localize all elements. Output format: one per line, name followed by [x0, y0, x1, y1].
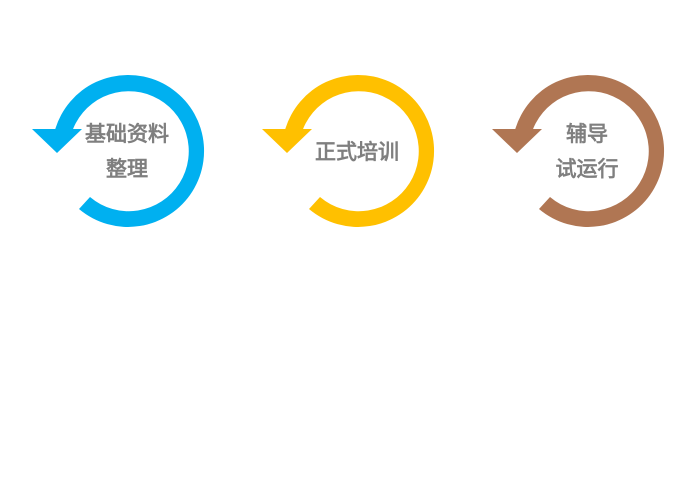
- arrow-head: [492, 129, 542, 153]
- step-2-cycle: 正式培训: [262, 66, 442, 238]
- arrow-head: [32, 129, 82, 153]
- cycle-arrow-icon: [492, 74, 665, 227]
- cycle-arrow-icon: [32, 74, 205, 227]
- step-1-cycle: 基础资料 整理: [32, 66, 212, 238]
- step-3-line-1: 辅导: [566, 122, 608, 146]
- step-3-label: 辅导 试运行: [522, 112, 652, 192]
- cycle-arrow-icon: [262, 74, 435, 227]
- step-3-cycle: 辅导 试运行: [492, 66, 672, 238]
- step-3-line-2: 试运行: [555, 157, 619, 181]
- step-2-line-1: 正式培训: [315, 139, 399, 164]
- step-1-line-1: 基础资料: [85, 122, 169, 146]
- arrow-head: [262, 129, 312, 153]
- step-1-line-2: 整理: [106, 157, 148, 181]
- step-2-label: 正式培训: [292, 112, 422, 192]
- step-1-label: 基础资料 整理: [62, 112, 192, 192]
